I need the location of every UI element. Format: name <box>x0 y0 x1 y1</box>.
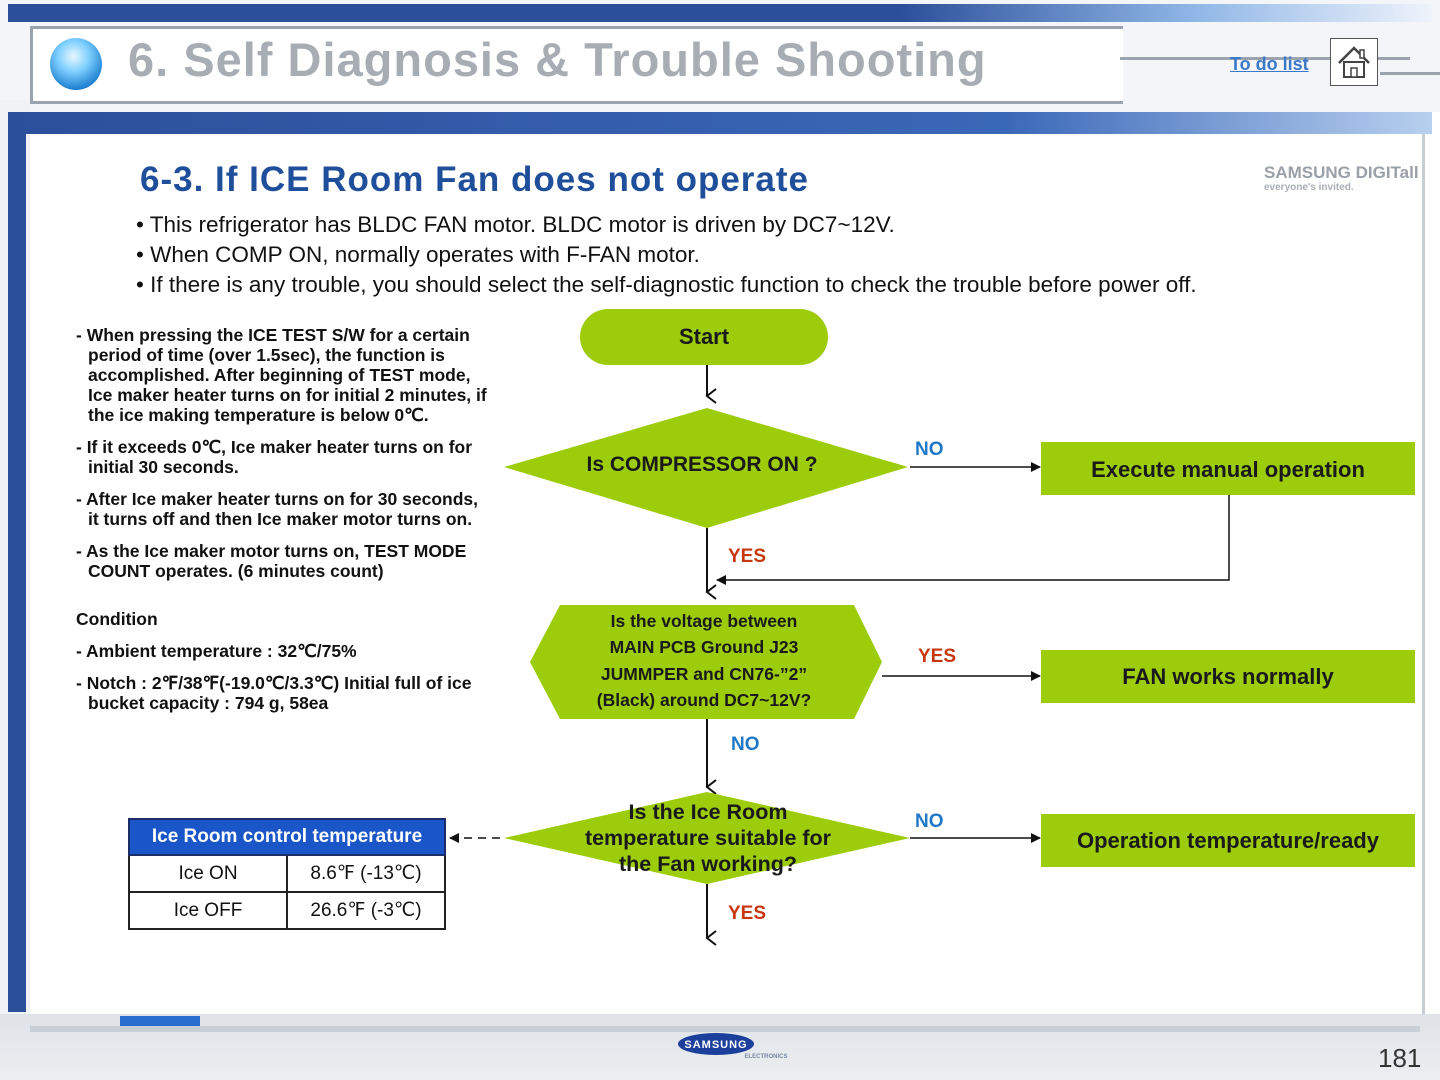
decision-voltage-line: JUMMPER and CN76-”2” <box>601 664 807 684</box>
table-row: Ice ON 8.6℉ (-13℃) <box>128 854 446 893</box>
todo-link[interactable]: To do list <box>1230 54 1309 74</box>
samsung-electronics-logo: SAMSUNG ELECTRONICS <box>678 1033 788 1060</box>
condition-item: - Ambient temperature : 32℃/75% <box>76 641 357 661</box>
decision-ice-room-line: Is the Ice Room <box>629 800 788 824</box>
d3-yes-label: YES <box>728 903 766 924</box>
table-cell-label: Ice ON <box>128 854 288 893</box>
decision-ice-room-line: the Fan working? <box>619 852 797 876</box>
d3-no-label: NO <box>915 811 944 832</box>
d2-no-label: NO <box>731 734 760 755</box>
d1-no-label: NO <box>915 439 944 460</box>
note-item: - After Ice maker heater turns on for 30… <box>76 489 478 529</box>
title-orb-icon <box>50 38 102 90</box>
d1-yes-label: YES <box>728 546 766 567</box>
page-title: 6. Self Diagnosis & Trouble Shooting <box>128 33 987 86</box>
bullet-item: • If there is any trouble, you should se… <box>136 272 1197 297</box>
svg-text:SAMSUNG: SAMSUNG <box>684 1039 747 1051</box>
page-number: 181 <box>1378 1043 1422 1073</box>
content-top-bar <box>8 112 1432 134</box>
title-rule <box>1120 57 1410 60</box>
intro-bullets: • This refrigerator has BLDC FAN motor. … <box>136 210 1197 300</box>
note-item: - If it exceeds 0℃, Ice maker heater tur… <box>76 437 473 477</box>
action-operation-temp <box>1041 814 1415 867</box>
header-blue-fade <box>900 4 1432 22</box>
connector-return <box>716 495 1230 585</box>
note-item: - When pressing the ICE TEST S/W for a c… <box>76 325 487 425</box>
decision-compressor-label: Is COMPRESSOR ON ? <box>586 453 817 476</box>
table-cell-label: Ice OFF <box>128 891 288 930</box>
ice-room-temp-table: Ice Room control temperature Ice ON 8.6℉… <box>128 818 446 930</box>
condition-title: Condition <box>76 609 158 629</box>
action-manual-operation <box>1041 442 1415 495</box>
svg-text:ELECTRONICS: ELECTRONICS <box>744 1054 787 1060</box>
bullet-item: • This refrigerator has BLDC FAN motor. … <box>136 212 895 237</box>
condition-item: - Notch : 2℉/38℉(-19.0℃/3.3℃) Initial fu… <box>76 673 472 713</box>
samsung-digitall-logo: SAMSUNG DIGITall everyone's invited. <box>1264 163 1419 193</box>
decision-voltage <box>530 605 882 719</box>
start-terminal <box>580 309 828 365</box>
footer-strip <box>30 1026 1420 1032</box>
bullet-item: • When COMP ON, normally operates with F… <box>136 242 700 267</box>
svg-text:SAMSUNG DIGITall: SAMSUNG DIGITall <box>1264 163 1419 182</box>
action-fan-normal <box>1041 650 1415 703</box>
action-manual-operation-label: Execute manual operation <box>1091 457 1365 482</box>
title-rule-2 <box>1380 72 1440 75</box>
table-cell-value: 26.6℉ (-3℃) <box>286 891 446 930</box>
footer-blue-accent <box>120 1016 200 1026</box>
note-item: - As the Ice maker motor turns on, TEST … <box>76 541 467 581</box>
decision-compressor <box>504 408 908 528</box>
svg-text:everyone's invited.: everyone's invited. <box>1264 182 1354 193</box>
home-button[interactable] <box>1330 38 1378 86</box>
decision-voltage-line: MAIN PCB Ground J23 <box>610 637 799 657</box>
temp-table-header: Ice Room control temperature <box>128 818 446 856</box>
d2-yes-label: YES <box>918 646 956 667</box>
section-subtitle: 6-3. If ICE Room Fan does not operate <box>140 160 810 199</box>
test-mode-notes: - When pressing the ICE TEST S/W for a c… <box>76 325 526 725</box>
decision-ice-room-line: temperature suitable for <box>585 826 832 850</box>
action-fan-normal-label: FAN works normally <box>1122 664 1334 689</box>
left-blue-bar <box>8 112 26 1012</box>
decision-voltage-line: Is the voltage between <box>611 611 798 631</box>
table-row: Ice OFF 26.6℉ (-3℃) <box>128 891 446 930</box>
table-cell-value: 8.6℉ (-13℃) <box>286 854 446 893</box>
action-operation-temp-label: Operation temperature/ready <box>1077 828 1380 853</box>
home-icon <box>1338 46 1370 78</box>
title-frame <box>30 26 1123 104</box>
start-label: Start <box>679 324 730 349</box>
decision-voltage-line: (Black) around DC7~12V? <box>597 690 811 710</box>
decision-ice-room-temp <box>504 792 910 884</box>
